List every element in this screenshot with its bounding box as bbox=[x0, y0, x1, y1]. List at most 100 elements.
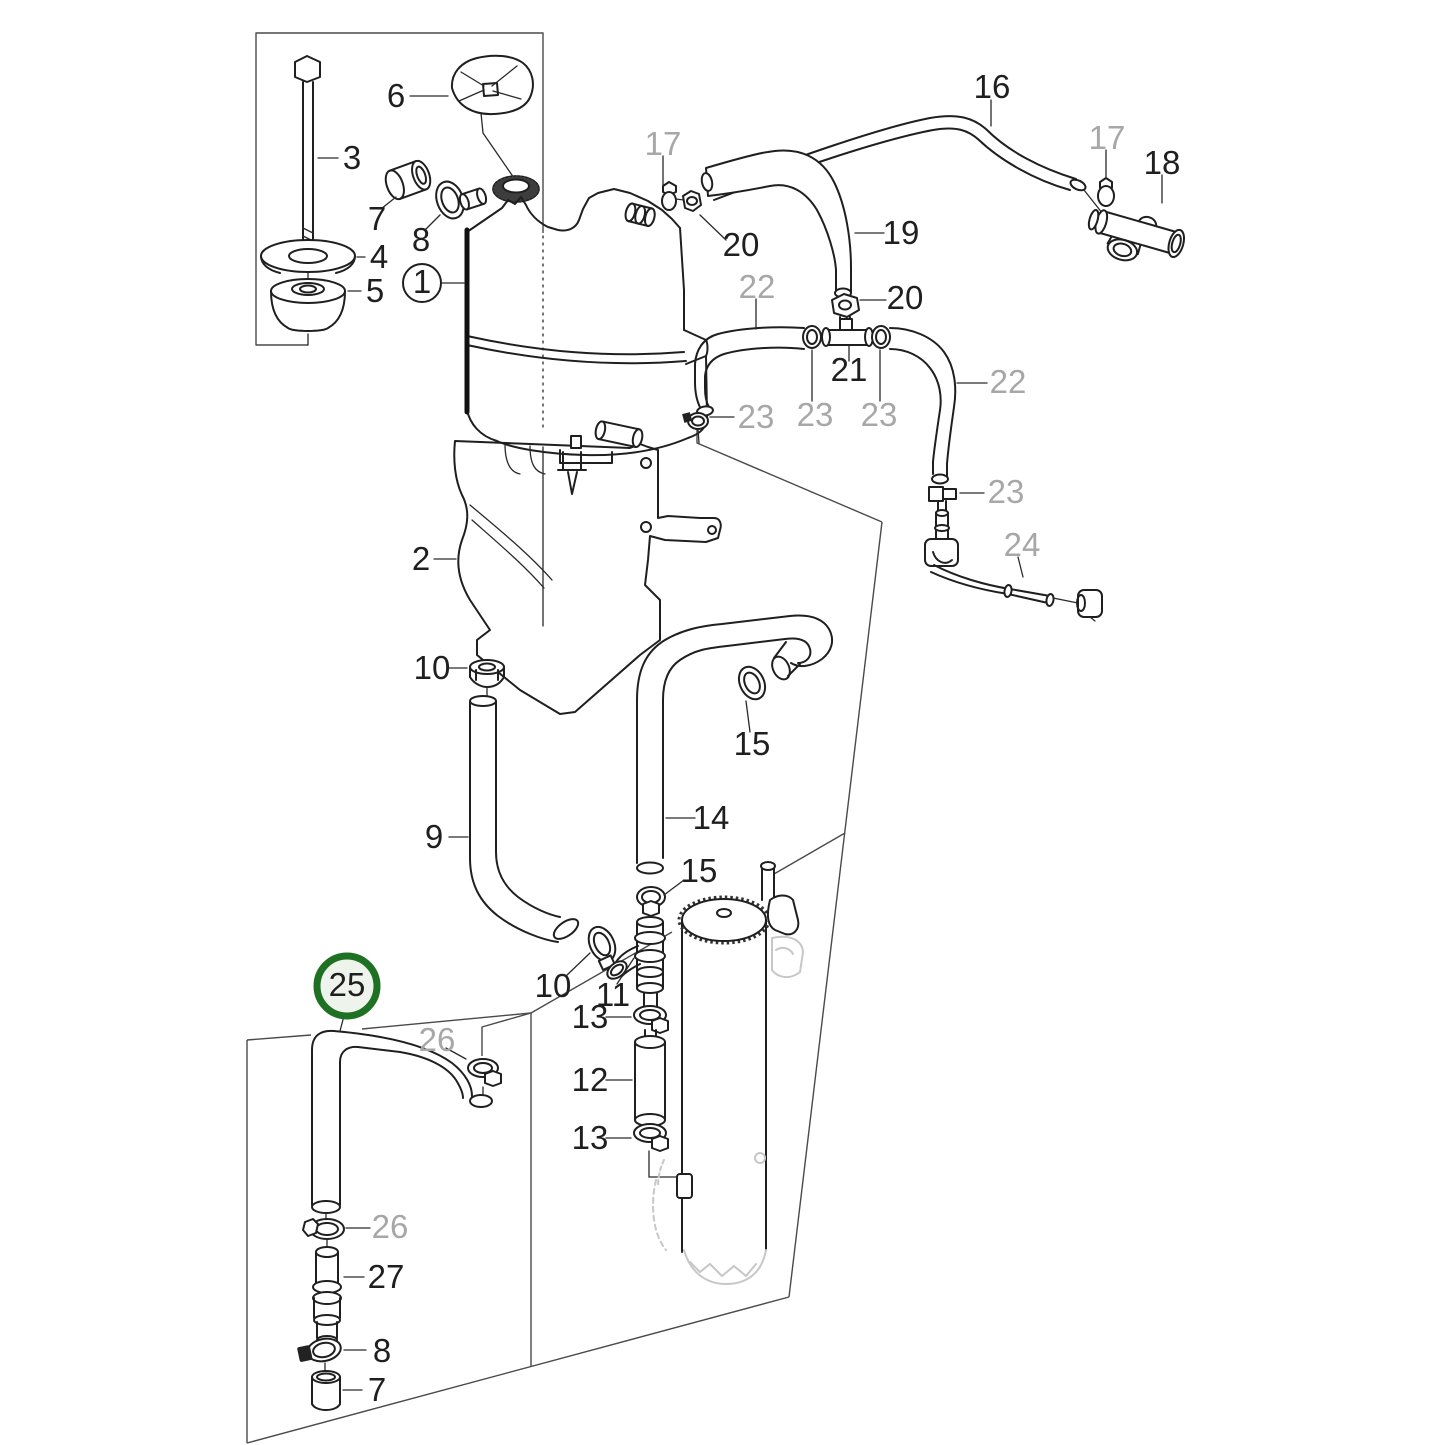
callout-number: 20 bbox=[887, 279, 924, 316]
callout-number: 23 bbox=[988, 473, 1025, 510]
valve-18 bbox=[1087, 209, 1186, 262]
clamp-26-low bbox=[302, 1212, 345, 1249]
callout-number: 8 bbox=[412, 221, 430, 258]
part-callout-22: 22 bbox=[739, 268, 776, 305]
callout-number: 2 bbox=[412, 540, 430, 577]
valve-27 bbox=[312, 1246, 342, 1353]
callout-number: 7 bbox=[368, 200, 386, 237]
callout-number: 19 bbox=[883, 214, 920, 251]
cap-6 bbox=[450, 54, 534, 116]
callout-number: 15 bbox=[734, 725, 771, 762]
part-callout-25-highlighted[interactable]: 25 bbox=[313, 952, 381, 1020]
callout-number: 17 bbox=[645, 125, 682, 162]
callout-number: 10 bbox=[535, 967, 572, 1004]
washer-4 bbox=[260, 239, 356, 274]
plug-7-top bbox=[384, 159, 432, 201]
part-callout-23: 23 bbox=[797, 396, 834, 433]
part-callout-19: 19 bbox=[883, 214, 920, 251]
callout-number: 27 bbox=[368, 1258, 405, 1295]
clamp-15-a bbox=[737, 665, 767, 701]
part-callout-27: 27 bbox=[368, 1258, 405, 1295]
clamp-23-left bbox=[802, 325, 822, 349]
part-callout-3: 3 bbox=[343, 139, 361, 176]
part-callout-12: 12 bbox=[572, 1061, 609, 1098]
part-callout-22: 22 bbox=[990, 363, 1027, 400]
callout-number: 25 bbox=[329, 966, 366, 1003]
tank-outlet-ribs bbox=[624, 202, 656, 228]
callout-number: 22 bbox=[990, 363, 1027, 400]
hose-22-right bbox=[889, 327, 957, 485]
callout-number: 6 bbox=[387, 77, 405, 114]
clamp-26-top bbox=[467, 1058, 502, 1096]
clamp-15-b bbox=[636, 886, 666, 917]
callout-number: 12 bbox=[572, 1061, 609, 1098]
bolt-3 bbox=[294, 55, 321, 296]
part-callout-17: 17 bbox=[645, 125, 682, 162]
clamp-23-right bbox=[871, 325, 891, 349]
part-callout-8: 8 bbox=[412, 221, 430, 258]
callout-number: 23 bbox=[797, 396, 834, 433]
callout-number: 7 bbox=[368, 1371, 386, 1408]
callout-number: 15 bbox=[681, 852, 718, 889]
part-callout-10: 10 bbox=[414, 649, 451, 686]
callout-number: 11 bbox=[596, 976, 630, 1013]
part-callout-15: 15 bbox=[734, 725, 771, 762]
clamp-10-low bbox=[587, 925, 617, 971]
hose-14 bbox=[636, 614, 834, 875]
leader-lines bbox=[317, 95, 1163, 1391]
part-callout-13: 13 bbox=[572, 998, 609, 1035]
part-callout-5: 5 bbox=[366, 272, 384, 309]
callout-number: 8 bbox=[373, 1332, 391, 1369]
callout-number: 5 bbox=[366, 272, 384, 309]
part-callout-15: 15 bbox=[681, 852, 718, 889]
part-callout-23: 23 bbox=[988, 473, 1025, 510]
part-callout-23: 23 bbox=[738, 398, 775, 435]
fitting-23-right bbox=[928, 486, 957, 512]
part-callout-2: 2 bbox=[412, 540, 430, 577]
part-callout-21: 21 bbox=[831, 351, 868, 388]
part-callout-10: 10 bbox=[535, 967, 572, 1004]
callout-number: 18 bbox=[1144, 144, 1181, 181]
callout-number: 14 bbox=[693, 799, 730, 836]
highlight-ring bbox=[313, 952, 381, 1020]
part-callout-26: 26 bbox=[419, 1021, 456, 1058]
callout-number: 1 bbox=[413, 263, 431, 300]
part-callout-1: 1 bbox=[402, 263, 442, 303]
callout-ring bbox=[402, 263, 442, 303]
callout-number: 10 bbox=[414, 649, 451, 686]
part-callout-7: 7 bbox=[368, 1371, 386, 1408]
hose-9 bbox=[469, 695, 580, 943]
callout-number: 13 bbox=[572, 1119, 609, 1156]
part-callout-14: 14 bbox=[693, 799, 730, 836]
nut-20-top bbox=[682, 190, 702, 212]
tee-21 bbox=[821, 318, 874, 347]
callout-number: 3 bbox=[343, 139, 361, 176]
part-callout-20: 20 bbox=[723, 226, 760, 263]
part-callout-9: 9 bbox=[425, 818, 443, 855]
clamp-13-top bbox=[633, 1005, 669, 1041]
callout-number: 21 bbox=[831, 351, 868, 388]
callout-number: 17 bbox=[1089, 119, 1126, 156]
callout-number: 20 bbox=[723, 226, 760, 263]
part-callout-7: 7 bbox=[368, 200, 386, 237]
callout-number: 9 bbox=[425, 818, 443, 855]
elbow-24-fitting bbox=[924, 509, 959, 567]
hose-24 bbox=[930, 564, 1103, 622]
part-callout-18: 18 bbox=[1144, 144, 1181, 181]
clamp-8-low bbox=[297, 1337, 342, 1372]
cap-7-low bbox=[311, 1370, 341, 1411]
tee-11 bbox=[606, 916, 666, 1007]
hose-19 bbox=[700, 149, 852, 299]
callout-number: 26 bbox=[372, 1208, 409, 1245]
clamp-17-top bbox=[661, 181, 685, 211]
tank-1 bbox=[464, 188, 709, 475]
part-callout-17: 17 bbox=[1089, 119, 1126, 156]
grommet-5 bbox=[270, 278, 346, 346]
callout-number: 22 bbox=[739, 268, 776, 305]
filler-neck bbox=[480, 112, 540, 203]
reference-panels bbox=[246, 32, 883, 1444]
bracket-2 bbox=[453, 420, 722, 715]
part-callout-16: 16 bbox=[974, 68, 1011, 105]
